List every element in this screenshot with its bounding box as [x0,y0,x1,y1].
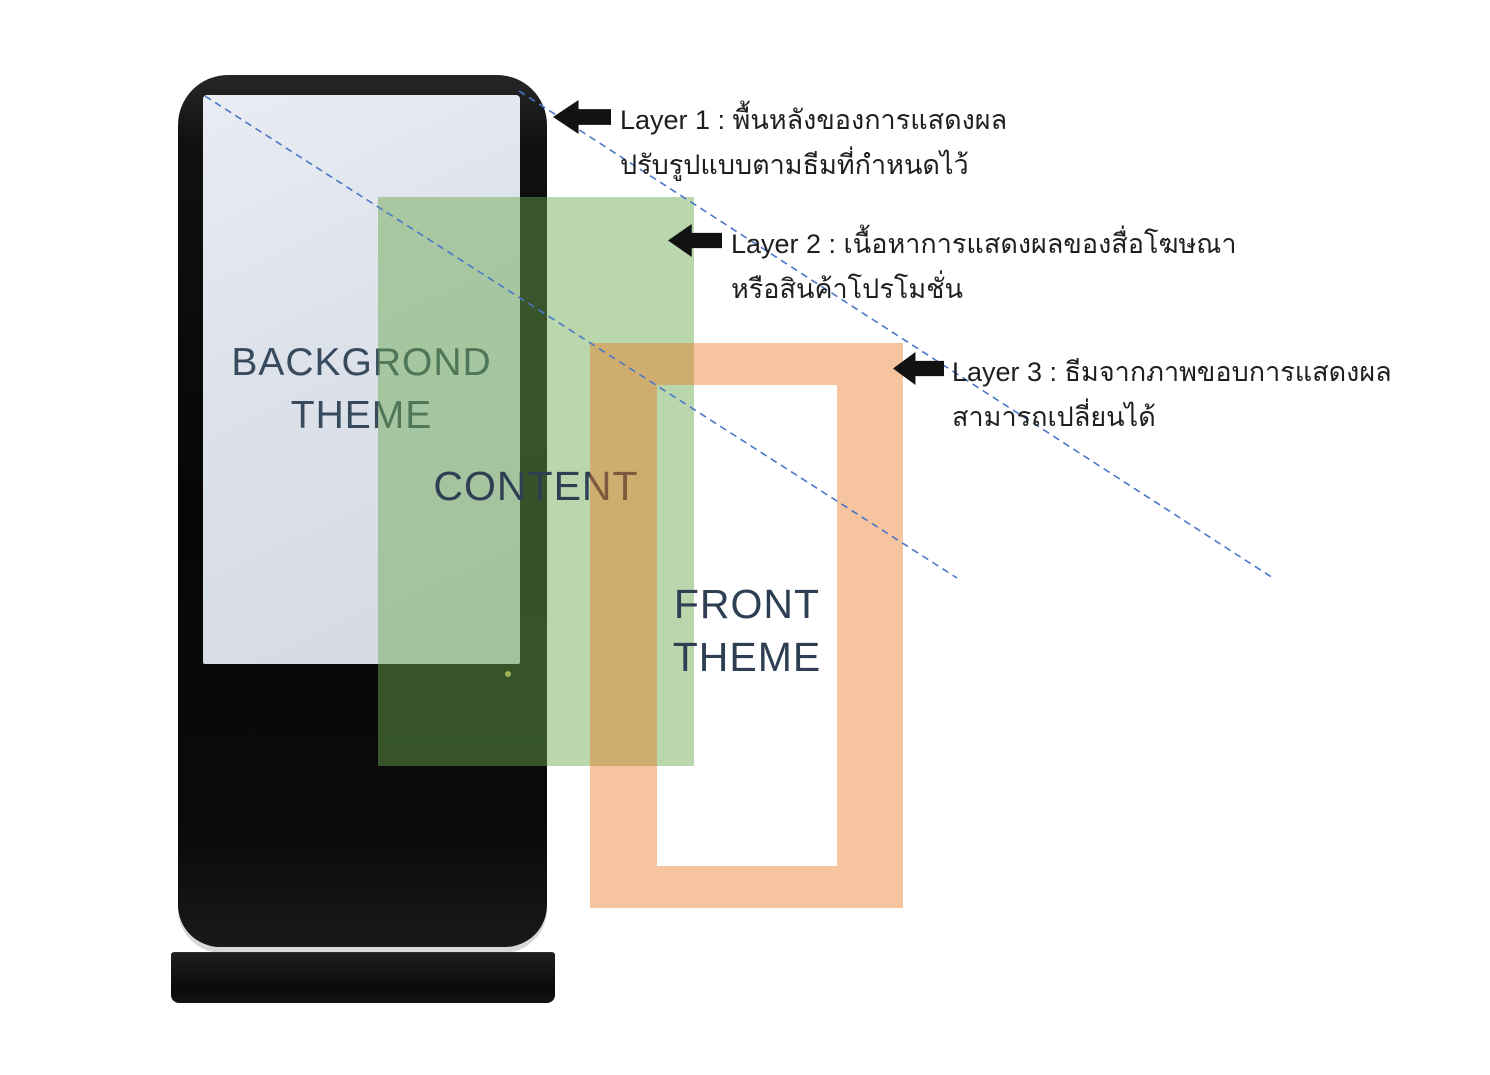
layer-3-note-line1: Layer 3 : ธีมจากภาพขอบการแสดงผล [952,357,1392,387]
layer-3-note: Layer 3 : ธีมจากภาพขอบการแสดงผล สามารถเป… [952,350,1392,440]
layer-2-note: Layer 2 : เนื้อหาการแสดงผลของสื่อโฆษณา ห… [731,222,1237,312]
front-theme-label: FRONT THEME [657,578,837,684]
front-theme-line2: THEME [672,634,822,680]
layer-1-note-line2: ปรับรูปแบบตามธีมที่กำหนดไว้ [620,150,969,180]
front-theme-line1: FRONT [673,581,821,627]
layer-2-note-line1: Layer 2 : เนื้อหาการแสดงผลของสื่อโฆษณา [731,229,1237,259]
layer-1-note: Layer 1 : พื้นหลังของการแสดงผล ปรับรูปแบ… [620,98,1007,188]
layer-2-note-line2: หรือสินค้าโปรโมชั่น [731,274,963,304]
layer-1-arrow-icon [553,100,611,134]
layer-1-note-line1: Layer 1 : พื้นหลังของการแสดงผล [620,105,1008,135]
kiosk-base-stand [171,952,555,1003]
screen-indicator-dot [505,671,511,677]
layer-3-note-line2: สามารถเปลี่ยนได้ [952,402,1156,432]
